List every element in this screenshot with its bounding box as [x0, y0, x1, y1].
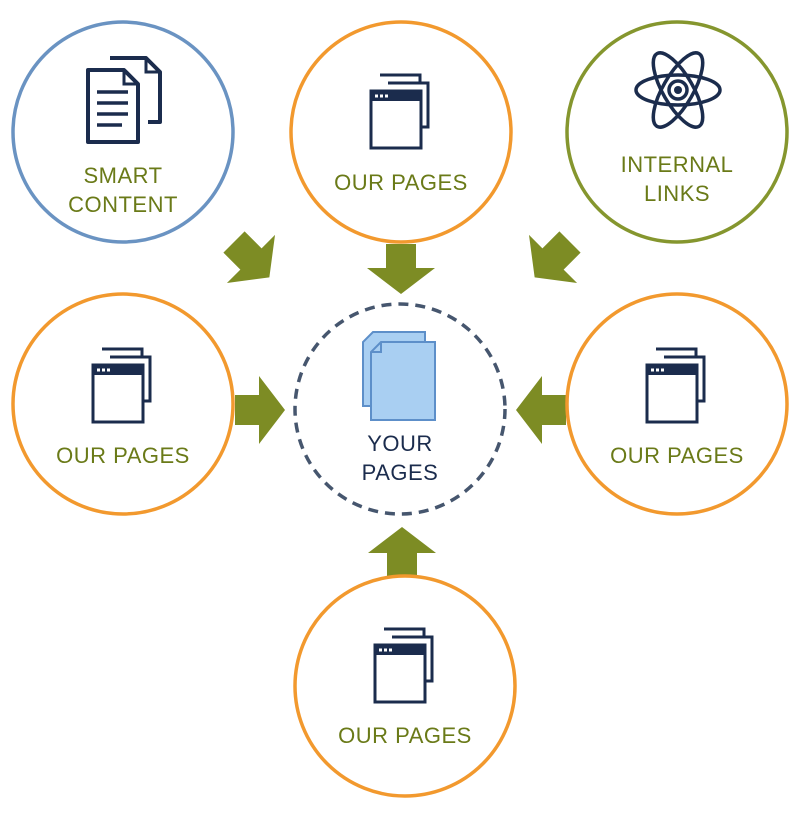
- our-pages-left-label: OUR PAGES: [56, 443, 190, 468]
- node-our-pages-right: OUR PAGES: [565, 292, 789, 516]
- atom-icon: [634, 51, 722, 129]
- arrow-bottom: [368, 527, 436, 577]
- arrow-top: [367, 244, 435, 294]
- smart-content-label-line2: CONTENT: [68, 192, 178, 217]
- node-our-pages-left: OUR PAGES: [11, 292, 235, 516]
- node-our-pages-top: OUR PAGES: [289, 20, 513, 244]
- your-pages-label-line2: PAGES: [362, 460, 439, 485]
- arrow-top-left: [223, 231, 276, 284]
- our-pages-right-label: OUR PAGES: [610, 443, 744, 468]
- node-internal-links: INTERNAL LINKS: [565, 20, 789, 244]
- documents-icon: [86, 56, 162, 144]
- our-pages-top-label: OUR PAGES: [334, 170, 468, 195]
- arrow-top-right: [528, 231, 581, 284]
- smart-content-label-line1: SMART: [83, 163, 162, 188]
- our-pages-bottom-label: OUR PAGES: [338, 723, 472, 748]
- node-our-pages-bottom: OUR PAGES: [293, 574, 517, 798]
- internal-links-label-line1: INTERNAL: [621, 152, 734, 177]
- internal-links-label-line2: LINKS: [644, 181, 710, 206]
- pages-icon: [362, 331, 436, 421]
- your-pages-label-line1: YOUR: [367, 431, 433, 456]
- node-smart-content: SMART CONTENT: [11, 20, 235, 244]
- node-your-pages: YOUR PAGES: [293, 302, 507, 516]
- arrow-right: [516, 376, 566, 444]
- arrow-left: [235, 376, 285, 444]
